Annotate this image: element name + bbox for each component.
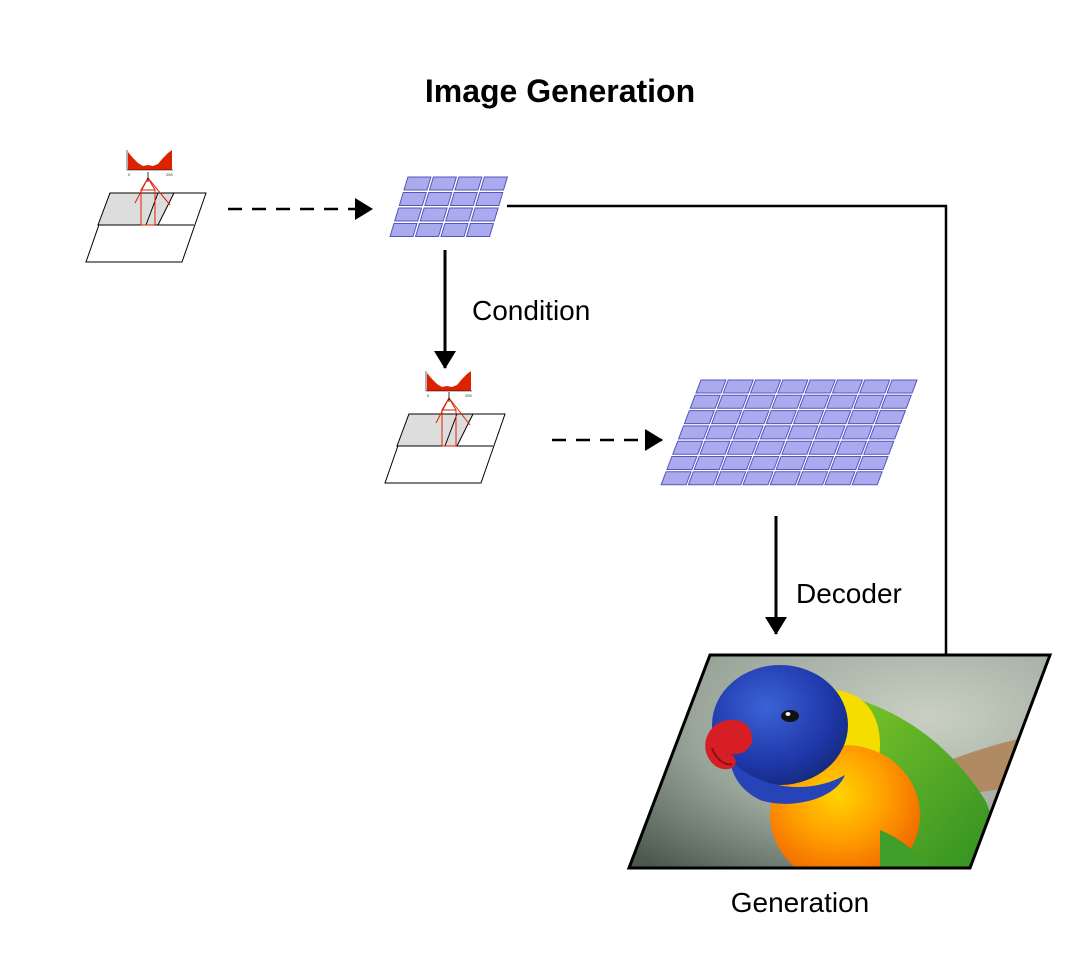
- token-cell: [859, 379, 891, 394]
- token-cell: [847, 410, 879, 425]
- token-cell: [394, 207, 423, 222]
- generated-parrot-image: [626, 653, 1053, 870]
- token-cell: [714, 471, 747, 486]
- token-cell: [753, 440, 786, 455]
- token-grid-small: [389, 176, 509, 237]
- histogram-tick-high: 255: [166, 172, 173, 177]
- token-cell: [440, 223, 469, 237]
- token-cell: [689, 394, 721, 409]
- token-cell: [880, 394, 912, 409]
- token-cell: [465, 223, 495, 237]
- token-cell: [863, 440, 895, 455]
- token-cell: [716, 394, 749, 409]
- token-cell: [749, 379, 782, 394]
- token-cell: [775, 456, 807, 470]
- token-cell: [796, 471, 829, 486]
- token-cell: [835, 440, 868, 455]
- token-cell: [759, 425, 792, 440]
- token-cell: [792, 410, 825, 425]
- token-cell: [475, 192, 504, 206]
- condition-label: Condition: [472, 295, 590, 326]
- token-cell: [841, 425, 874, 440]
- histogram-image-1: 0 255: [85, 150, 207, 263]
- token-cell: [825, 394, 858, 409]
- token-cell: [802, 456, 835, 470]
- token-cell: [771, 394, 803, 409]
- diagram-title: Image Generation: [425, 73, 695, 109]
- token-cell: [748, 456, 780, 470]
- token-cell: [470, 207, 499, 222]
- token-cell: [699, 440, 731, 455]
- token-cell: [853, 394, 885, 409]
- histogram-tick-high: 255: [465, 393, 472, 398]
- token-cell: [777, 379, 809, 394]
- token-grid-large: [660, 379, 918, 486]
- skip-connection-line: [507, 204, 948, 655]
- decoder-label: Decoder: [796, 578, 902, 609]
- token-cell: [732, 425, 764, 440]
- token-cell: [874, 410, 907, 425]
- histogram-tick-low: 0: [427, 393, 430, 398]
- token-cell: [479, 176, 509, 191]
- histogram-tick-low: 0: [128, 172, 131, 177]
- token-cell: [428, 176, 458, 191]
- token-cell: [744, 394, 776, 409]
- token-cell: [445, 207, 474, 222]
- token-cell: [419, 207, 448, 222]
- token-cell: [683, 410, 716, 425]
- token-cell: [830, 456, 862, 470]
- token-cell: [738, 410, 770, 425]
- token-cell: [814, 425, 846, 440]
- token-cell: [660, 471, 692, 486]
- token-cell: [742, 471, 774, 486]
- token-cell: [769, 471, 801, 486]
- token-cell: [726, 440, 759, 455]
- token-cell: [398, 192, 427, 206]
- token-cell: [449, 192, 478, 206]
- token-cell: [389, 223, 418, 237]
- token-cell: [403, 176, 432, 191]
- token-cell: [720, 456, 753, 470]
- token-cell: [672, 440, 704, 455]
- token-cell: [798, 394, 831, 409]
- token-cell: [787, 425, 819, 440]
- token-cell: [693, 456, 725, 470]
- generation-label: Generation: [731, 887, 870, 918]
- token-cell: [851, 471, 883, 486]
- token-cell: [710, 410, 743, 425]
- token-cell: [677, 425, 710, 440]
- token-cell: [820, 410, 852, 425]
- token-cell: [765, 410, 797, 425]
- token-cell: [824, 471, 856, 486]
- token-cell: [804, 379, 836, 394]
- token-cell: [831, 379, 864, 394]
- token-cell: [722, 379, 754, 394]
- histogram-chart-1: 0 255: [126, 150, 173, 177]
- token-cell: [886, 379, 918, 394]
- token-cell: [781, 440, 813, 455]
- histogram-image-2: 0 255: [384, 371, 506, 484]
- token-cell: [424, 192, 453, 206]
- token-cell: [687, 471, 720, 486]
- token-cell: [414, 223, 444, 237]
- token-cell: [868, 425, 901, 440]
- token-cell: [666, 456, 698, 470]
- token-cell: [857, 456, 889, 470]
- token-cell: [695, 379, 727, 394]
- histogram-chart-2: 0 255: [425, 371, 472, 398]
- token-cell: [705, 425, 737, 440]
- token-cell: [454, 176, 483, 191]
- token-cell: [808, 440, 840, 455]
